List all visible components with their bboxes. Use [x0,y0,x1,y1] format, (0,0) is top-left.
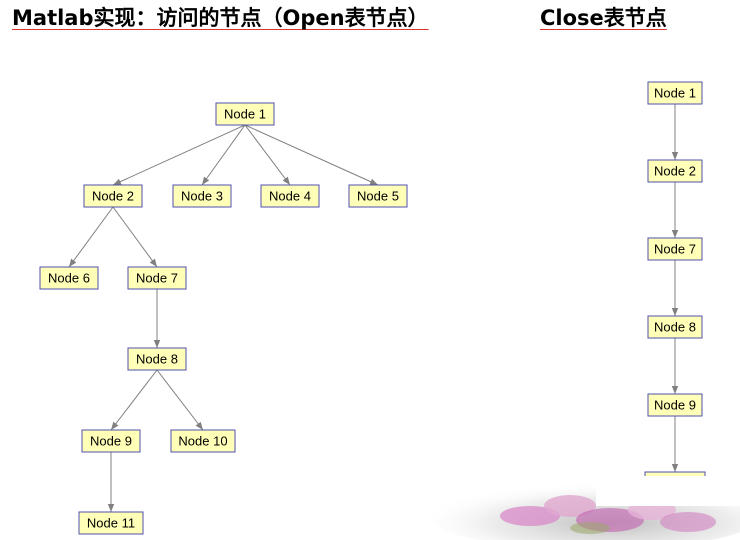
open-node-n2: Node 2 [83,184,143,208]
open-node-n5: Node 5 [348,184,408,208]
open-node-n11: Node 11 [78,511,144,535]
node-box [647,159,703,183]
open-node-n3: Node 3 [172,184,232,208]
node-box [172,184,232,208]
open-node-n9: Node 9 [81,429,141,453]
node-box [127,347,187,371]
close-node-c1: Node 1 [647,81,703,105]
node-label: Node 7 [654,242,696,257]
node-label: Node 1 [654,86,696,101]
node-label: Node 9 [90,434,132,449]
close-node-c7: Node 7 [647,237,703,261]
node-box [39,266,99,290]
edge-n8-n9 [110,369,158,431]
node-box [81,429,141,453]
close-node-c8: Node 8 [647,315,703,339]
node-box [83,184,143,208]
edge-n2-n6 [68,206,114,268]
node-label: Node 4 [269,189,311,204]
edge-n8-n10 [156,369,204,431]
node-label: Node 5 [357,189,399,204]
node-label: Node 11 [87,516,135,531]
nodes-layer: Node 1 Node 2 Node 3 Node 4 Node 5 Node 6 Node… [39,81,706,535]
open-node-n6: Node 6 [39,266,99,290]
node-label: Node 2 [92,189,134,204]
node-box [647,393,703,417]
edge-n2-n7 [112,206,158,268]
open-list-title: Matlab实现：访问的节点（Open表节点） [12,6,429,30]
node-label: Node 9 [654,398,696,413]
close-list-title: Close表节点 [540,6,667,30]
node-box [647,237,703,261]
node-box [348,184,408,208]
decorative-flower-image [430,476,740,540]
node-label: Node 10 [178,434,227,449]
edge-n1-n3 [201,124,246,186]
node-label: Node 3 [181,189,223,204]
edge-n1-n5 [244,124,379,186]
open-node-n8: Node 8 [127,347,187,371]
edges-layer [68,104,679,512]
node-label: Node 8 [654,320,696,335]
node-label: Node 1 [224,107,266,122]
node-box [215,102,275,126]
open-node-n7: Node 7 [127,266,187,290]
open-node-n1: Node 1 [215,102,275,126]
node-box [260,184,320,208]
edge-n1-n4 [244,124,291,186]
node-box [647,315,703,339]
node-label: Node 6 [48,271,90,286]
node-box [170,429,236,453]
node-label: Node 8 [136,352,178,367]
node-box [127,266,187,290]
node-box [78,511,144,535]
close-node-c9: Node 9 [647,393,703,417]
node-label: Node 7 [136,271,178,286]
open-node-n4: Node 4 [260,184,320,208]
node-box [647,81,703,105]
close-node-c2: Node 2 [647,159,703,183]
open-node-n10: Node 10 [170,429,236,453]
node-label: Node 2 [654,164,696,179]
edge-n1-n2 [112,124,246,186]
